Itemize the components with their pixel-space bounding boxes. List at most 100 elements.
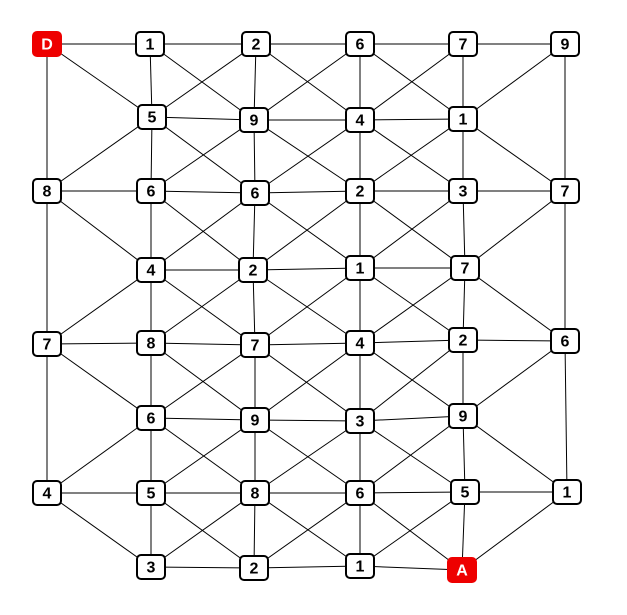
node-label: 4 — [147, 263, 156, 280]
end-node[interactable]: A — [447, 557, 477, 583]
number-node[interactable]: 9 — [240, 407, 270, 433]
node-box — [239, 107, 269, 133]
number-node[interactable]: 2 — [241, 31, 271, 57]
node-box — [448, 327, 478, 353]
node-label: 8 — [251, 486, 260, 503]
number-node[interactable]: 1 — [552, 479, 582, 505]
node-label: 7 — [461, 261, 470, 278]
node-label: 3 — [356, 414, 365, 431]
number-node[interactable]: 6 — [345, 480, 375, 506]
node-box — [345, 255, 375, 281]
number-node[interactable]: 1 — [448, 106, 478, 132]
edge-line — [359, 339, 464, 422]
edge-line — [46, 343, 152, 419]
edge-line — [254, 267, 361, 346]
node-label: 1 — [563, 485, 572, 502]
number-node[interactable]: 7 — [450, 255, 480, 281]
number-node[interactable]: 4 — [345, 107, 375, 133]
node-box — [345, 107, 375, 133]
number-node[interactable]: 9 — [448, 403, 478, 429]
number-node[interactable]: 2 — [345, 178, 375, 204]
number-node[interactable]: 6 — [345, 31, 375, 57]
number-node[interactable]: 1 — [345, 553, 375, 579]
edge-line — [150, 192, 256, 271]
edge-line — [359, 415, 464, 494]
number-node[interactable]: 3 — [345, 408, 375, 434]
number-node[interactable]: 4 — [345, 330, 375, 356]
number-node[interactable]: 9 — [550, 31, 580, 57]
node-label: 8 — [147, 336, 156, 353]
edge-line — [462, 415, 568, 493]
node-box — [552, 479, 582, 505]
edge-line — [254, 420, 361, 494]
edge-line — [564, 340, 568, 493]
edge-line — [151, 116, 255, 121]
number-node[interactable]: 5 — [137, 104, 167, 130]
number-node[interactable]: 8 — [240, 480, 270, 506]
node-box — [137, 104, 167, 130]
edge-line — [254, 419, 361, 422]
number-node[interactable]: 5 — [136, 480, 166, 506]
edge-line — [462, 339, 566, 342]
number-node[interactable]: 6 — [240, 180, 270, 206]
number-node[interactable]: 5 — [450, 479, 480, 505]
number-node[interactable]: 7 — [448, 31, 478, 57]
node-label: 6 — [251, 186, 260, 203]
number-node[interactable]: 7 — [32, 331, 62, 357]
node-label: 3 — [147, 560, 156, 577]
number-node[interactable]: 3 — [136, 554, 166, 580]
edge-line — [150, 417, 256, 421]
node-label: 1 — [459, 112, 468, 129]
node-label: 2 — [459, 333, 468, 350]
number-node[interactable]: 7 — [240, 332, 270, 358]
edge-line — [46, 190, 152, 271]
number-node[interactable]: 3 — [448, 178, 478, 204]
edge-line — [150, 269, 254, 344]
number-node[interactable]: 6 — [136, 178, 166, 204]
node-label: 5 — [461, 485, 470, 502]
node-box — [450, 255, 480, 281]
number-node[interactable]: 1 — [135, 31, 165, 57]
edge-line — [359, 491, 466, 567]
number-node[interactable]: 9 — [239, 107, 269, 133]
node-box — [345, 31, 375, 57]
start-node[interactable]: D — [32, 31, 62, 57]
number-node[interactable]: 2 — [448, 327, 478, 353]
node-box — [448, 31, 478, 57]
edge-line — [46, 417, 152, 494]
edge-line — [254, 342, 361, 346]
edge-line — [151, 43, 257, 118]
number-node[interactable]: 1 — [345, 255, 375, 281]
number-node[interactable]: 7 — [550, 178, 580, 204]
edge-line — [254, 192, 361, 269]
edge-line — [252, 267, 361, 271]
number-node[interactable]: 4 — [32, 480, 62, 506]
edge-line — [150, 119, 255, 192]
node-label: 4 — [356, 113, 365, 130]
edge-line — [255, 43, 361, 121]
number-node[interactable]: 6 — [550, 328, 580, 354]
number-node[interactable]: 2 — [239, 555, 269, 581]
number-node[interactable]: 8 — [136, 330, 166, 356]
edge-line — [462, 118, 566, 192]
number-node[interactable]: 2 — [238, 257, 268, 283]
edge-line — [150, 190, 254, 271]
number-node[interactable]: 4 — [136, 257, 166, 283]
number-node[interactable]: 6 — [136, 405, 166, 431]
node-label: D — [41, 37, 53, 54]
node-label: 9 — [251, 413, 260, 430]
edge-line — [359, 267, 464, 341]
edge-line — [254, 190, 361, 194]
node-box — [135, 31, 165, 57]
node-box — [448, 106, 478, 132]
edge-line — [150, 492, 256, 568]
edge-line — [464, 267, 566, 342]
edge-line — [46, 492, 152, 568]
number-node[interactable]: 8 — [32, 178, 62, 204]
node-box — [550, 178, 580, 204]
node-box — [136, 554, 166, 580]
node-label: 3 — [459, 184, 468, 201]
edge-line — [254, 342, 361, 421]
node-box — [240, 480, 270, 506]
